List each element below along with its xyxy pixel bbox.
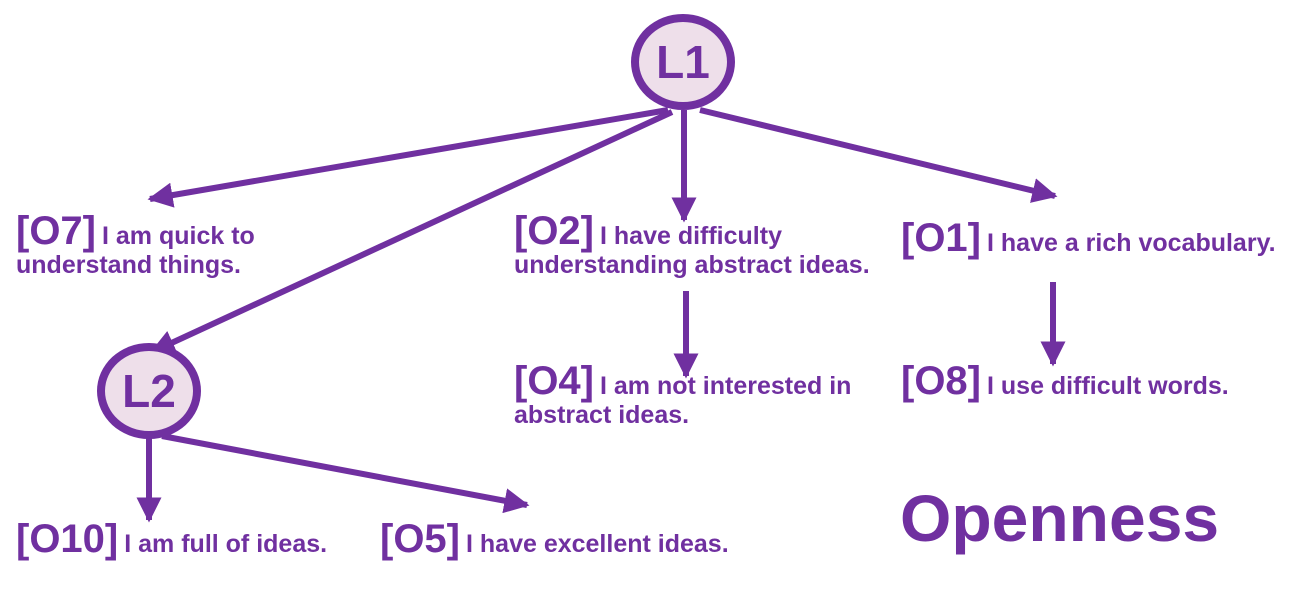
node-l1: L1 — [631, 14, 735, 110]
item-text-line2: understanding abstract ideas. — [514, 251, 870, 279]
item-text-line1: I am quick to — [102, 222, 255, 250]
item-text-line2: understand things. — [16, 251, 241, 279]
edge-l1-l2 — [149, 109, 674, 355]
edge-l1-o1 — [699, 107, 1058, 203]
edge-l1-o7 — [147, 107, 669, 208]
item-text-line1: I have difficulty — [600, 222, 782, 250]
item-o1: [O1]I have a rich vocabulary. — [901, 218, 1276, 258]
edge-l2-o5 — [161, 433, 530, 514]
item-text-line1: I am full of ideas. — [124, 530, 328, 558]
item-text-line1: I have excellent ideas. — [466, 530, 729, 558]
item-o5: [O5]I have excellent ideas. — [380, 519, 729, 559]
node-l2: L2 — [97, 343, 201, 439]
node-l2-label: L2 — [122, 365, 176, 417]
item-code: [O10] — [16, 517, 119, 561]
item-code: [O4] — [514, 359, 594, 403]
item-o7: [O7]I am quick to understand things. — [16, 211, 255, 280]
item-code: [O7] — [16, 209, 96, 253]
item-o2: [O2]I have difficulty understanding abst… — [514, 211, 870, 280]
item-text-line1: I am not interested in — [600, 372, 852, 400]
factor-title: Openness — [900, 481, 1220, 555]
item-code: [O2] — [514, 209, 594, 253]
item-text-line2: abstract ideas. — [514, 401, 690, 429]
item-text-line1: I have a rich vocabulary. — [987, 229, 1276, 257]
item-o8: [O8]I use difficult words. — [901, 361, 1229, 401]
item-code: [O5] — [380, 517, 460, 561]
node-l1-label: L1 — [656, 36, 710, 88]
item-o4: [O4]I am not interested in abstract idea… — [514, 361, 852, 430]
item-code: [O1] — [901, 216, 981, 260]
item-code: [O8] — [901, 359, 981, 403]
item-text-line1: I use difficult words. — [987, 372, 1229, 400]
item-o10: [O10]I am full of ideas. — [16, 519, 328, 559]
